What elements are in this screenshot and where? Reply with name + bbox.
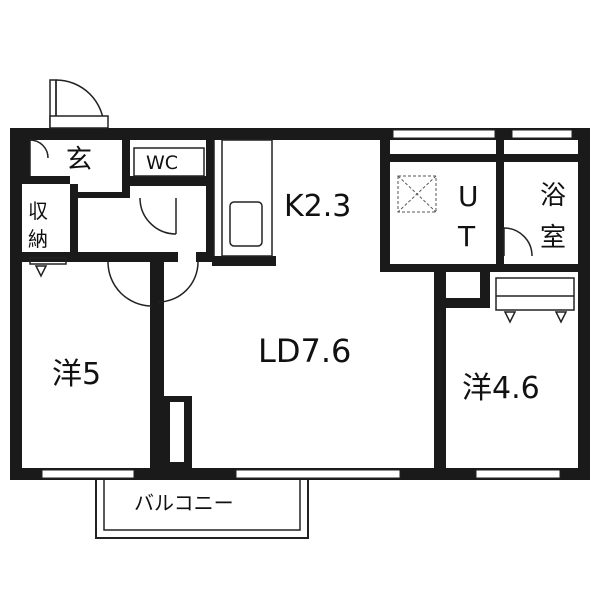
label-western-right: 洋4.6 [462,371,540,406]
label-wc: WC [146,152,178,174]
entrance-door [49,79,109,129]
label-living-dining: LD7.6 [258,332,351,370]
label-bath-top: 浴 [540,181,566,211]
label-western-left: 洋5 [52,357,101,392]
inner-voids [170,278,474,462]
balcony [95,477,309,539]
windows-top [392,129,573,139]
label-bath-bottom: 室 [540,223,566,253]
wc-fixture [133,147,205,177]
label-balcony: バルコニー [134,491,234,515]
windows-bottom [41,469,561,479]
kitchen-counter [213,139,273,257]
washer [397,175,437,213]
closet-right [439,277,575,400]
label-kitchen: K2.3 [284,189,351,224]
label-utility-t: T [457,220,476,253]
doors [29,139,533,307]
label-storage-bottom: 納 [28,227,48,251]
label-storage-top: 収 [28,199,48,223]
label-entrance: 玄 [66,145,92,175]
label-utility-u: U [458,180,479,213]
